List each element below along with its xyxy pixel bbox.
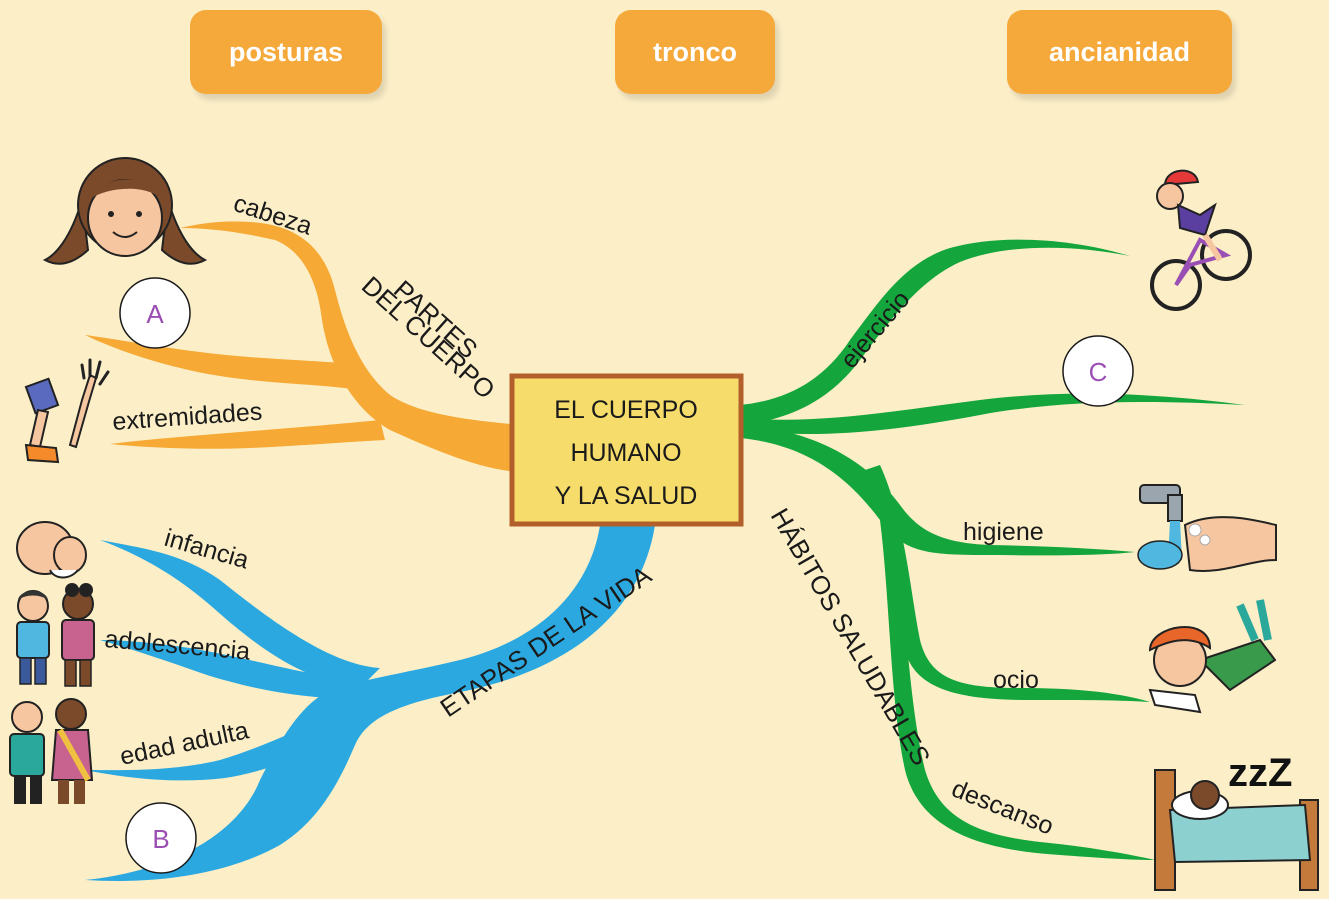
blank-circle-c[interactable]: C: [1062, 335, 1134, 407]
green-branch: [740, 239, 1245, 860]
handwashing-icon: [1137, 484, 1277, 572]
option-chip-posturas[interactable]: posturas: [190, 10, 382, 94]
blank-circle-a[interactable]: A: [119, 277, 191, 349]
limbs-icon: [24, 358, 110, 464]
sleep-zzz: zzZ: [1228, 751, 1292, 795]
adults-icon: [9, 698, 94, 804]
center-line-3: Y LA SALUD: [555, 482, 698, 510]
center-node: EL CUERPO HUMANO Y LA SALUD: [509, 373, 744, 527]
center-line-1: EL CUERPO: [554, 396, 698, 424]
orange-branch: [85, 221, 520, 472]
cyclist-icon: [1150, 169, 1252, 311]
blank-circle-b[interactable]: B: [125, 802, 197, 874]
sleeping-child-icon: zzZ: [1154, 751, 1319, 891]
option-chip-ancianidad[interactable]: ancianidad: [1007, 10, 1232, 94]
blank-label-b: B: [152, 824, 169, 854]
option-chip-tronco[interactable]: tronco: [615, 10, 775, 94]
blank-label-c: C: [1089, 357, 1108, 387]
girl-head-icon: [42, 157, 208, 265]
blank-label-a: A: [146, 299, 164, 329]
reading-child-icon: [1148, 599, 1277, 714]
branch-title-etapas: ETAPAS DE LA VIDA: [435, 559, 658, 723]
baby-icon: [16, 521, 87, 579]
item-higiene: higiene: [963, 518, 1044, 546]
center-line-2: HUMANO: [570, 439, 681, 467]
kids-icon: [16, 583, 95, 687]
blue-branch: [85, 525, 655, 881]
item-extremidades: extremidades: [111, 398, 263, 436]
item-ejercicio: ejercicio: [835, 286, 915, 374]
item-ocio: ocio: [993, 666, 1039, 694]
